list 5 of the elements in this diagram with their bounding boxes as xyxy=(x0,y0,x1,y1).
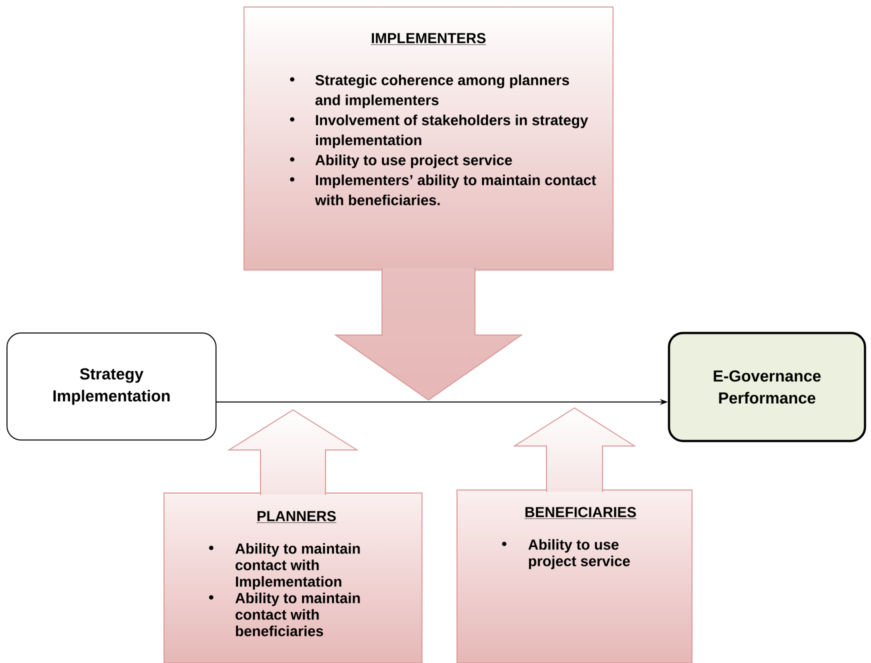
arrow-callout: BENEFICIARIES Ability to use project service xyxy=(456,407,692,663)
arrow-callout: PLANNERS Ability to maintain contact with Implementation Ability to maintain contact with beneficiaries xyxy=(164,409,422,663)
arrow-callout: IMPLEMENTERS Strategic coherence among planners and implementers Involvement of stakeholders in strategy implementation Ability to use project service Implementers’ ability to maintain contact with beneficiaries. xyxy=(244,6,614,401)
rounded-box: Strategy Implementation xyxy=(6,332,216,440)
rounded-box: E-Governance Performance xyxy=(668,332,866,442)
